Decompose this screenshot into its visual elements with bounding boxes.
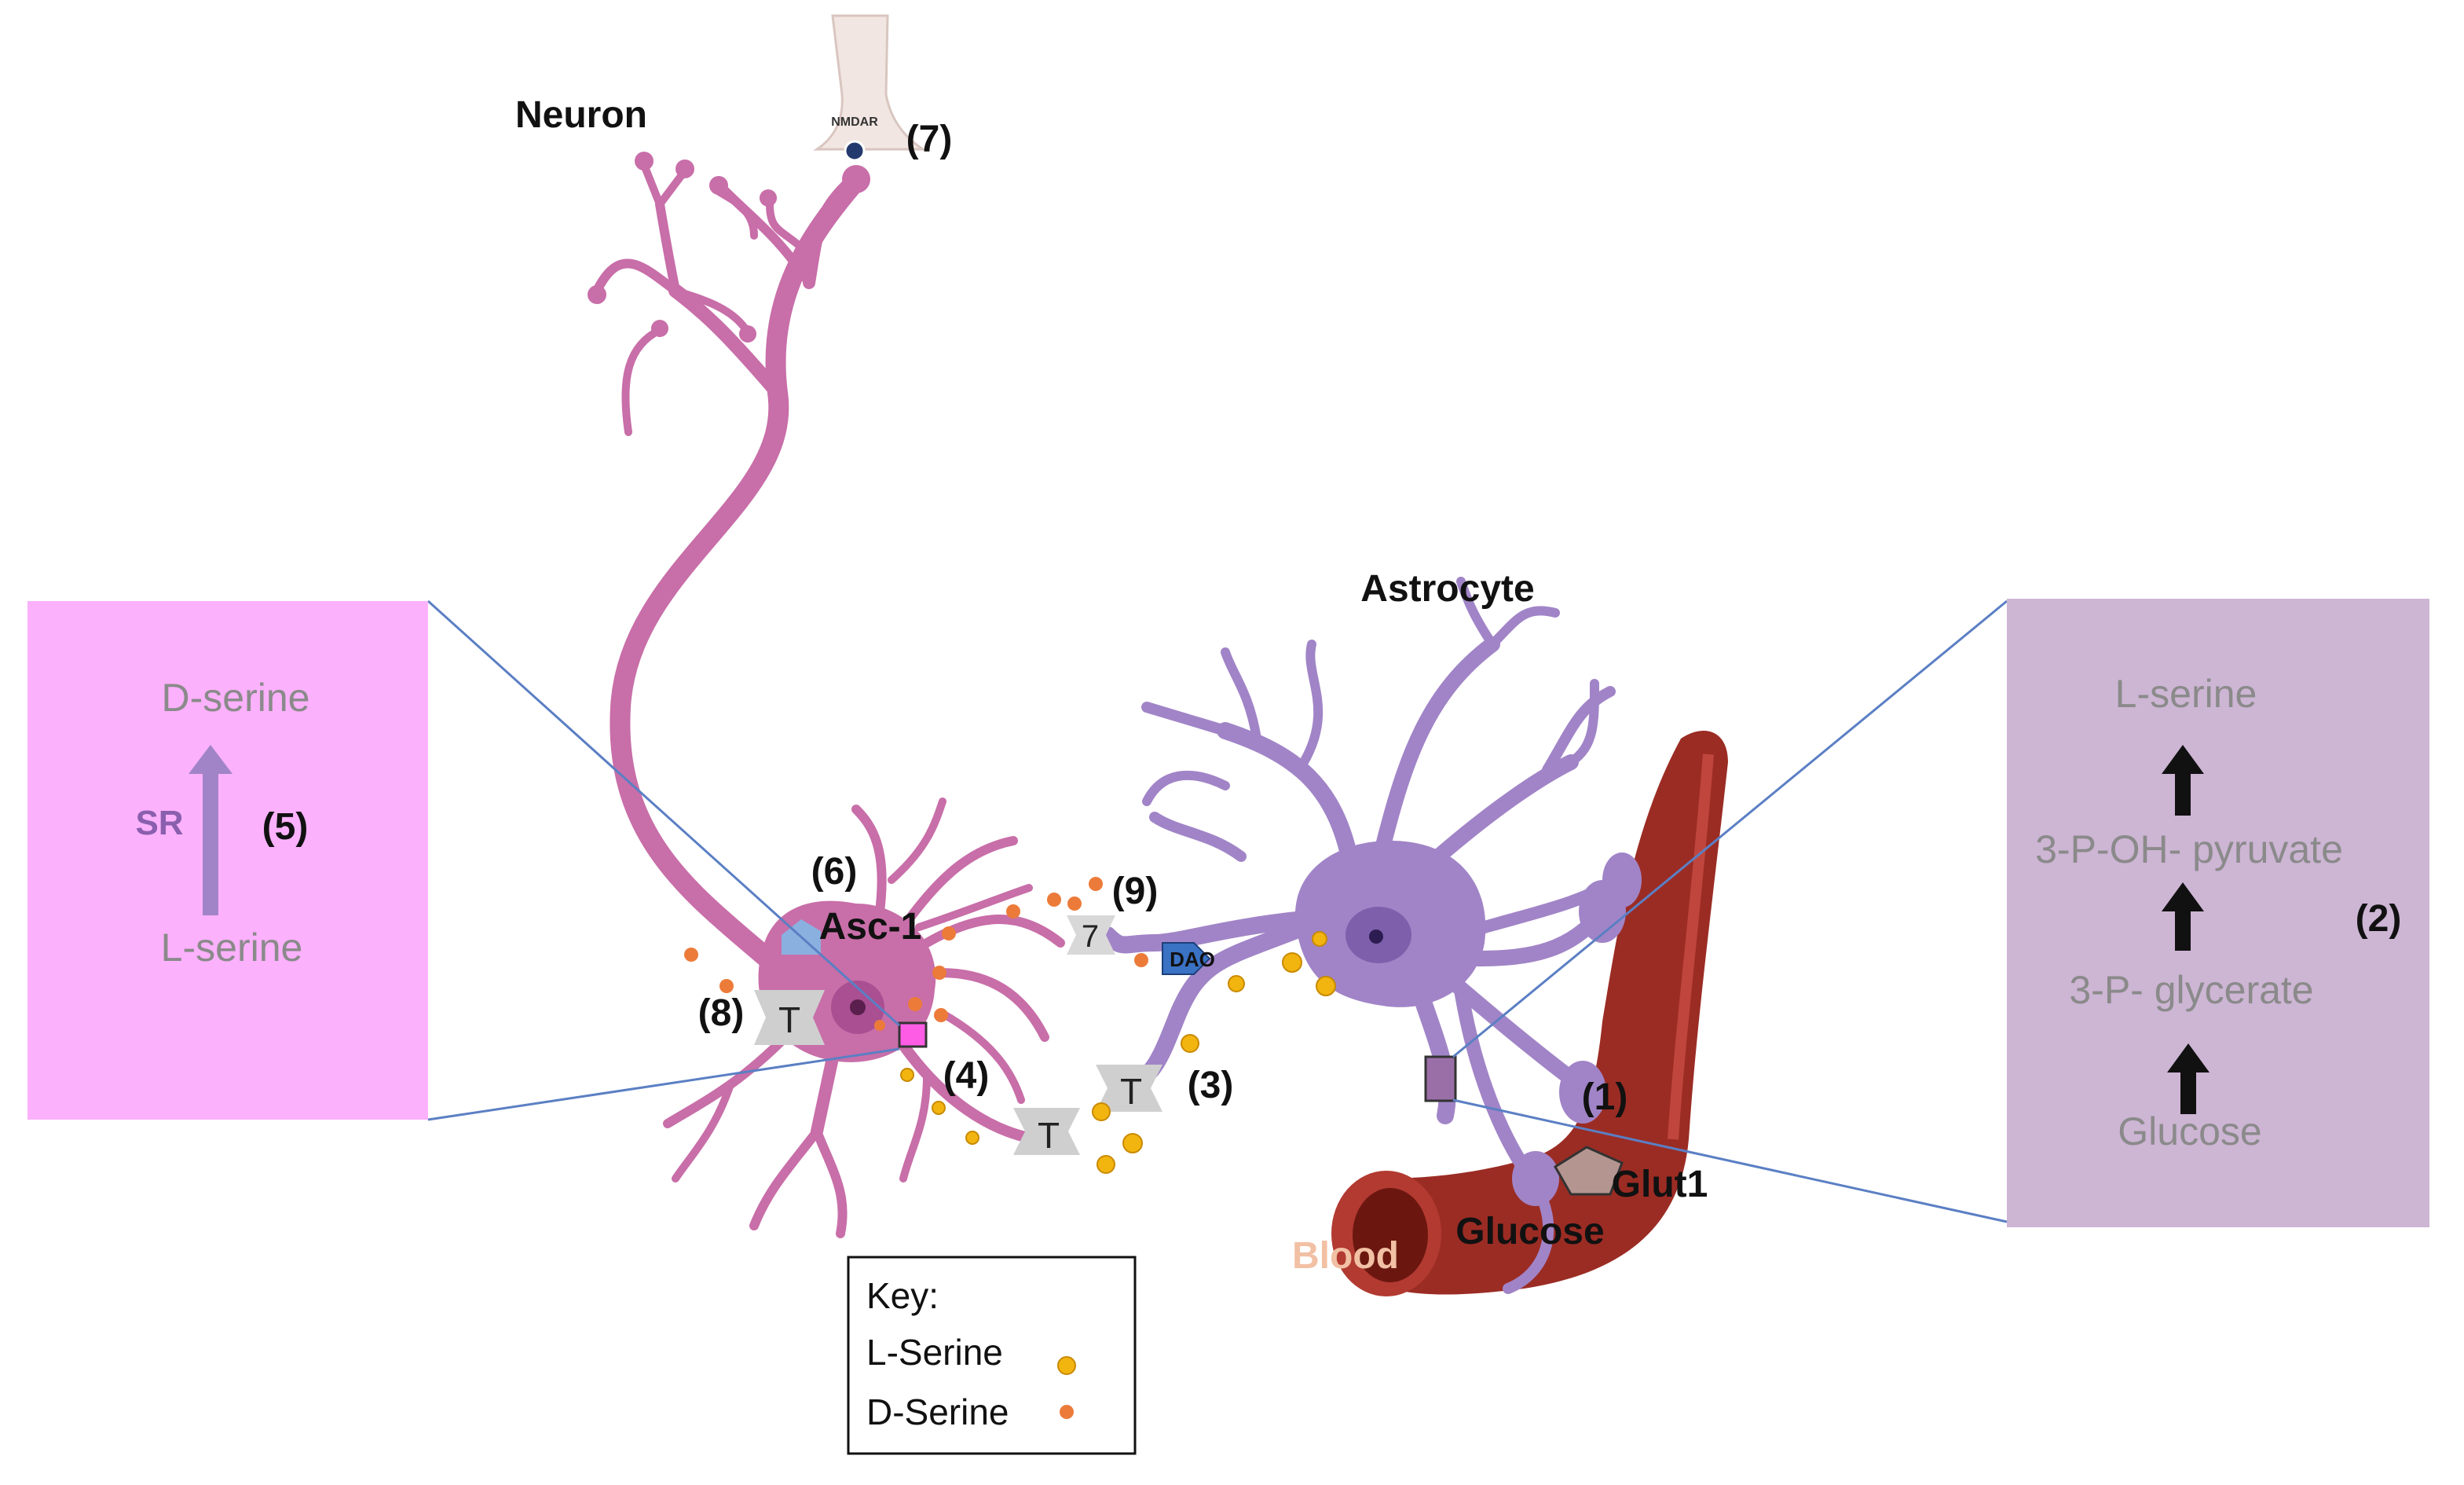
step-7-label: (7) (906, 119, 953, 160)
neuron-box-d-serine: D-serine (162, 676, 310, 720)
neuron-terminal-knobs (588, 152, 870, 343)
astrocyte-nucleolus (1369, 930, 1383, 944)
neuron-box-l-serine: L-serine (161, 926, 303, 970)
nmdar-receptor-icon (844, 140, 866, 162)
astro-zoom-line-bottom (1452, 1098, 2008, 1223)
astro-arrow-3-icon (2167, 1043, 2210, 1114)
neuron-zoom-line-bottom (427, 1047, 900, 1121)
step-9-label: (9) (1112, 871, 1159, 912)
blood-vessel (1331, 731, 1728, 1296)
astrocyte-zoom-marker (1424, 1055, 1457, 1102)
legend-d-serine-label: D-Serine (866, 1392, 1009, 1432)
astro-box-glucose: Glucose (2118, 1109, 2261, 1153)
transporter-3: T (1096, 1065, 1162, 1112)
asc1-label: Asc-1 (819, 906, 922, 948)
astrocyte-endfeet (1512, 852, 1642, 1206)
legend-title: Key: (866, 1275, 939, 1316)
neuron-title: Neuron (515, 94, 647, 136)
step-4-label: (4) (943, 1055, 990, 1097)
transporter-9-mark: 7 (1082, 919, 1099, 954)
astro-box-3-p-oh-pyruvate: 3-P-OH- pyruvate (2035, 827, 2343, 871)
legend-d-serine-swatch (1060, 1405, 1074, 1419)
neuron-zoom-box (27, 601, 428, 1120)
step-1-label: (1) (1582, 1076, 1628, 1118)
transporter-4: T (1013, 1108, 1080, 1156)
transporter-3-label: T (1120, 1071, 1142, 1112)
l-serine-dots (900, 931, 1336, 1174)
neuron-cell (592, 161, 1065, 1238)
legend-l-serine-label: L-Serine (866, 1332, 1003, 1373)
neuron-box-step-5: (5) (262, 806, 309, 848)
glut1-transporter-icon (1553, 1146, 1624, 1196)
astrocyte-title: Astrocyte (1360, 568, 1534, 610)
neuron-nucleolus (850, 999, 866, 1015)
sr-label: SR (135, 804, 183, 842)
legend-box (847, 1256, 1137, 1455)
astro-box-step-2: (2) (2356, 898, 2402, 940)
astro-arrow-1-icon (2162, 745, 2204, 816)
transporter-4-label: T (1038, 1115, 1060, 1156)
nmdar-label: NMDAR (831, 116, 878, 129)
glucose-label: Glucose (1455, 1211, 1604, 1252)
sr-arrow-icon (189, 745, 232, 915)
astrocyte-zoom-box (2007, 599, 2429, 1227)
astro-box-3-p-glycerate: 3-P- glycerate (2069, 968, 2313, 1012)
transporter-8-label: T (778, 999, 800, 1040)
neuron-zoom-line-top (427, 600, 901, 1027)
transporter-8: T (754, 990, 825, 1045)
nmdar-terminal: NMDAR (813, 14, 927, 162)
sr-enzyme-marker (898, 1021, 928, 1048)
glut1-label: Glut1 (1612, 1164, 1708, 1205)
step-3-label: (3) (1188, 1065, 1234, 1106)
blood-label: Blood (1292, 1235, 1399, 1277)
legend: Key: L-Serine D-Serine (847, 1256, 1137, 1455)
dao-enzyme: DAO (1162, 942, 1215, 975)
astro-zoom-line-top (1452, 600, 2008, 1058)
astro-box-l-serine: L-serine (2115, 672, 2257, 716)
transporter-9: 7 (1067, 915, 1115, 955)
legend-l-serine-swatch (1057, 1356, 1076, 1375)
step-6-label: (6) (811, 851, 858, 893)
step-8-label: (8) (698, 992, 745, 1034)
dao-label: DAO (1170, 948, 1215, 971)
astro-arrow-2-icon (2162, 882, 2204, 951)
d-serine-dots (684, 877, 1148, 1031)
